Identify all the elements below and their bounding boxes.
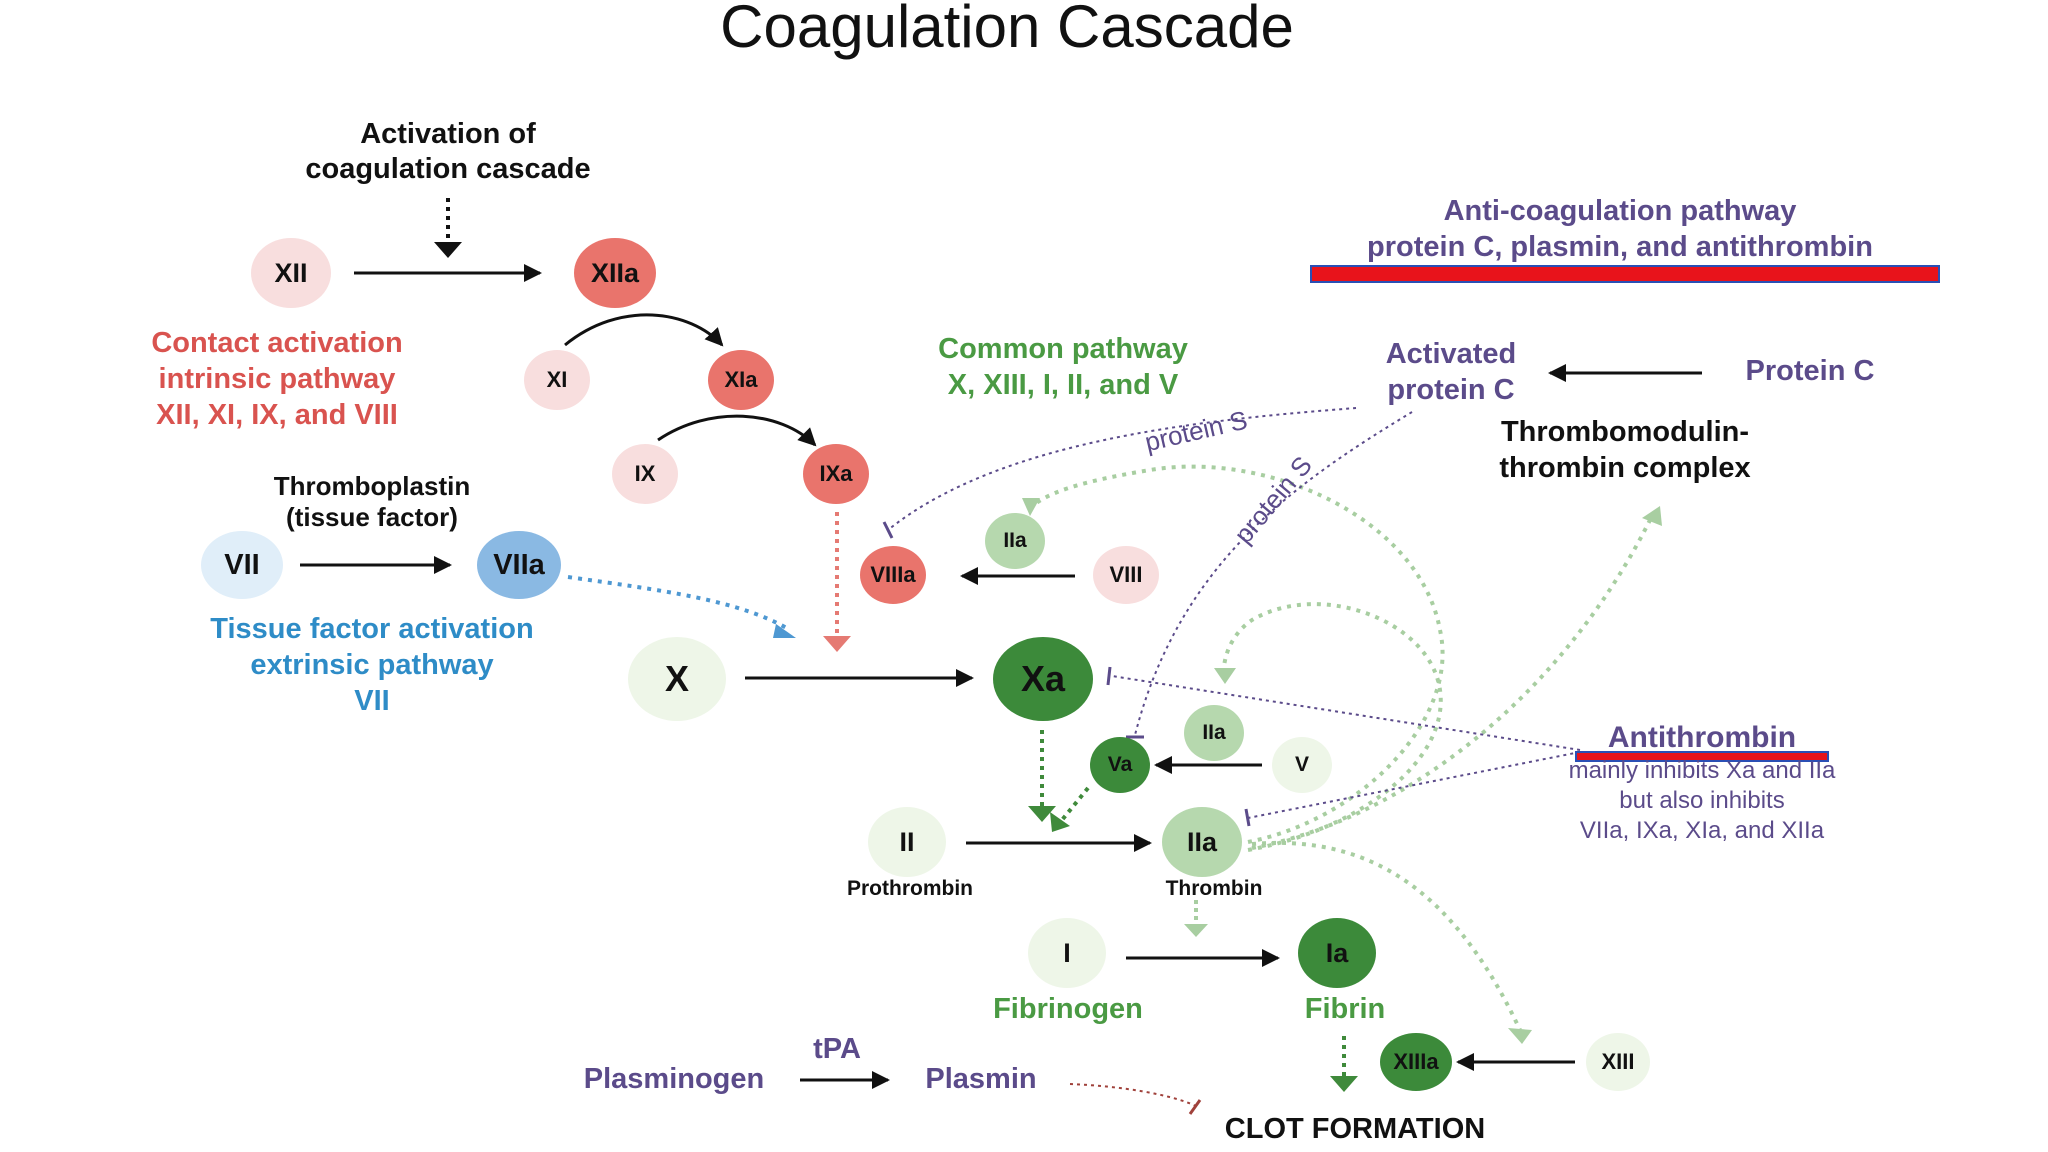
factor-iia-node: IIa	[1162, 807, 1242, 877]
extrinsic-line-1: Tissue factor activation	[210, 613, 534, 645]
protein-c-label: Protein C	[1745, 355, 1875, 387]
inhibition-antithrombin-iia	[1247, 751, 1581, 819]
factor-ixa-node: IXa	[803, 444, 869, 504]
fibrinogen-label: Fibrinogen	[993, 993, 1143, 1025]
thromboplastin-line-2: (tissue factor)	[286, 502, 458, 532]
feedback-iia-viii-head	[1022, 498, 1040, 516]
apc-line-1: Activated	[1385, 338, 1517, 370]
factor-xa-node: Xa	[993, 637, 1093, 721]
thrombomodulin-line-2: thrombin complex	[1499, 452, 1751, 484]
page-title: Coagulation Cascade	[720, 0, 1294, 60]
inhibition-plasmin-clot	[1069, 1083, 1197, 1107]
factor-ia-node: Ia	[1298, 918, 1376, 988]
inhibition-antithrombin-xa	[1111, 675, 1581, 751]
antithrombin-line-2: but also inhibits	[1619, 787, 1785, 814]
feedback-iia-v	[1221, 602, 1443, 852]
arrow-xi-xia	[564, 313, 724, 347]
thrombin-label: Thrombin	[1165, 877, 1263, 900]
plasminogen-label: Plasminogen	[583, 1063, 765, 1095]
factor-viiia-node: VIIIa	[860, 546, 926, 604]
activation-line-1: Activation of	[360, 118, 536, 150]
factor-xiia-node: XIIa	[574, 238, 656, 308]
common-line-2: X, XIII, I, II, and V	[947, 369, 1179, 401]
anticoag-underline	[1310, 265, 1940, 283]
feedback-iia-viii	[1028, 464, 1445, 844]
arrow-xa-iia-head	[1028, 806, 1056, 822]
extrinsic-line-3: VII	[354, 685, 390, 717]
antithrombin-underline	[1575, 751, 1829, 762]
thromboplastin-label: Thromboplastin (tissue factor)	[274, 471, 470, 533]
antithrombin-block: Antithrombin mainly inhibits Xa and IIa …	[1569, 720, 1836, 846]
common-line-1: Common pathway	[938, 333, 1188, 365]
tpa-label: tPA	[813, 1033, 861, 1065]
feedback-iia-xiii	[1251, 840, 1522, 1031]
common-pathway-label: Common pathway X, XIII, I, II, and V	[938, 331, 1188, 403]
factor-xiii-node: XIII	[1586, 1033, 1650, 1091]
factor-ix-node: IX	[612, 444, 678, 504]
factor-xiiia-node: XIIIa	[1380, 1033, 1452, 1091]
extrinsic-pathway-label: Tissue factor activation extrinsic pathw…	[210, 611, 533, 719]
arrow-va-iia-head	[1050, 812, 1070, 832]
antithrombin-title: Antithrombin	[1607, 721, 1797, 754]
arrow-viia-x	[567, 575, 792, 632]
factor-iia-small-2-node: IIa	[1184, 705, 1244, 761]
arrow-ixa-x-head	[823, 636, 851, 652]
activated-protein-c-label: Activated protein C	[1386, 336, 1517, 408]
extrinsic-line-2: extrinsic pathway	[250, 649, 494, 681]
fibrin-label: Fibrin	[1304, 993, 1386, 1025]
feedback-iia-thrombomodulin	[1251, 519, 1652, 850]
factor-i-node: I	[1028, 918, 1106, 988]
thrombomodulin-label: Thrombomodulin- thrombin complex	[1499, 414, 1750, 486]
activation-arrowhead	[434, 242, 462, 258]
arrow-ix-ixa	[657, 414, 817, 447]
intrinsic-line-1: Contact activation	[151, 327, 403, 359]
plasmin-label: Plasmin	[925, 1063, 1037, 1095]
antithrombin-line-3: VIIa, IXa, XIa, and XIIa	[1579, 817, 1825, 844]
factor-xia-node: XIa	[708, 350, 774, 410]
intrinsic-pathway-label: Contact activation intrinsic pathway XII…	[151, 325, 402, 433]
antithrombin-line-1: mainly inhibits Xa and IIa	[1568, 757, 1836, 784]
inhibition-apc-va	[1134, 411, 1413, 736]
arrow-viia-x-head	[773, 624, 796, 638]
factor-vii-node: VII	[201, 531, 283, 599]
prothrombin-label: Prothrombin	[847, 877, 973, 900]
activation-label: Activation of coagulation cascade	[305, 117, 590, 187]
apc-line-2: protein C	[1387, 374, 1515, 406]
anticoag-pathway-label: Anti-coagulation pathway protein C, plas…	[1367, 193, 1873, 265]
inhibition-apc-viiia	[887, 407, 1357, 531]
anticoag-line-1: Anti-coagulation pathway	[1443, 195, 1797, 227]
factor-ii-node: II	[868, 807, 946, 877]
arrow-iia-i-head	[1184, 924, 1208, 937]
feedback-iia-v-head	[1214, 668, 1236, 684]
intrinsic-line-3: XII, XI, IX, and VIII	[156, 399, 398, 431]
arrow-va-iia	[1060, 786, 1090, 822]
factor-iia-small-1-node: IIa	[985, 513, 1045, 569]
factor-va-node: Va	[1090, 737, 1150, 793]
thrombomodulin-line-1: Thrombomodulin-	[1500, 416, 1750, 448]
feedback-iia-xiii-head	[1508, 1028, 1532, 1044]
factor-viii-node: VIII	[1093, 546, 1159, 604]
factor-viia-node: VIIa	[477, 531, 561, 599]
factor-v-node: V	[1272, 737, 1332, 793]
clot-formation-label: CLOT FORMATION	[1224, 1113, 1486, 1145]
anticoag-line-2: protein C, plasmin, and antithrombin	[1367, 231, 1873, 263]
factor-xi-node: XI	[524, 350, 590, 410]
factor-x-node: X	[628, 637, 726, 721]
intrinsic-line-2: intrinsic pathway	[158, 363, 396, 395]
feedback-iia-thrombomodulin-head	[1642, 506, 1662, 526]
thromboplastin-line-1: Thromboplastin	[273, 471, 471, 501]
factor-xii-node: XII	[251, 238, 331, 308]
activation-line-2: coagulation cascade	[305, 153, 591, 185]
arrow-ia-xiiia-head	[1330, 1076, 1358, 1092]
